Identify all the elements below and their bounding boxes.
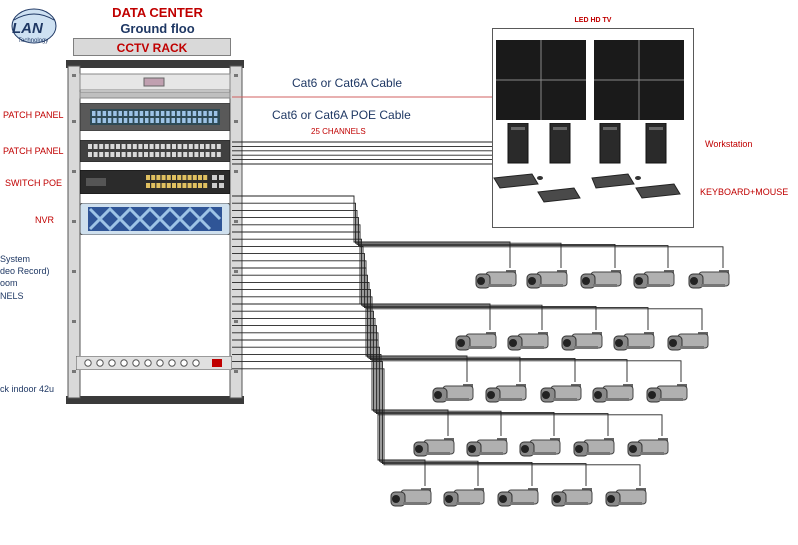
data-center-title: DATA CENTER — [112, 5, 203, 20]
bullet-camera-icon — [443, 488, 485, 507]
bullet-camera-icon — [613, 332, 655, 351]
cat6-poe-cable-label: Cat6 or Cat6A POE Cable — [272, 108, 411, 122]
patch-panel-icon — [80, 140, 230, 162]
bullet-camera-icon — [551, 488, 593, 507]
bullet-camera-icon — [633, 270, 675, 289]
workstation-tower-icon — [507, 123, 667, 164]
workstation-label: Workstation — [705, 139, 753, 149]
bullet-camera-icon — [592, 384, 634, 403]
network-rack-icon — [66, 60, 244, 404]
logo-subtext: Technology — [18, 38, 49, 44]
poe-switch-icon — [80, 170, 230, 194]
nvr-icon — [80, 203, 230, 235]
bullet-camera-icon — [646, 384, 688, 403]
system-label: deo Record) — [0, 266, 50, 276]
bullet-camera-icon — [540, 384, 582, 403]
bullet-camera-icon — [526, 270, 568, 289]
nvr-label: NVR — [35, 215, 55, 225]
system-label: oom — [0, 278, 18, 288]
lan-logo-icon — [11, 8, 57, 44]
bullet-camera-icon — [466, 438, 508, 457]
switch-poe-label: SWITCH POE — [5, 178, 63, 188]
cat6-cable-label: Cat6 or Cat6A Cable — [292, 76, 403, 90]
bullet-camera-icon — [475, 270, 517, 289]
bullet-camera-icon — [519, 438, 561, 457]
floor-subtitle: Ground floo — [120, 21, 195, 36]
bullet-camera-icon — [507, 332, 549, 351]
power-strip-icon — [76, 356, 232, 370]
bullet-camera-icon — [485, 384, 527, 403]
led-tv-title: LED HD TV — [574, 17, 612, 24]
bullet-camera-icon — [561, 332, 603, 351]
patch-panel-label: PATCH PANEL — [3, 146, 64, 156]
rack-size-label: ck indoor 42u — [0, 384, 55, 394]
bullet-camera-icon — [667, 332, 709, 351]
patch-panel-label: PATCH PANEL — [3, 110, 64, 120]
keyboard-mouse-label: KEYBOARD+MOUSE — [700, 187, 789, 197]
bullet-camera-icon — [497, 488, 539, 507]
bullet-camera-icon — [627, 438, 669, 457]
logo-text: LAN — [12, 20, 43, 37]
keyboard-mouse-icon — [493, 173, 681, 203]
bullet-camera-icon — [390, 488, 432, 507]
system-label: NELS — [0, 291, 24, 301]
bullet-camera-icon — [580, 270, 622, 289]
bullet-camera-icon — [413, 438, 455, 457]
bullet-camera-icon — [455, 332, 497, 351]
bullet-camera-icon — [432, 384, 474, 403]
bullet-camera-icon — [688, 270, 730, 289]
channels-label: 25 CHANNELS — [311, 127, 366, 136]
bullet-camera-icon — [573, 438, 615, 457]
system-label: System — [0, 254, 31, 264]
bullet-camera-icon — [605, 488, 647, 507]
patch-panel-icon — [80, 103, 230, 131]
cctv-rack-label: CCTV RACK — [73, 38, 231, 56]
tv-screen-icon — [496, 40, 684, 120]
